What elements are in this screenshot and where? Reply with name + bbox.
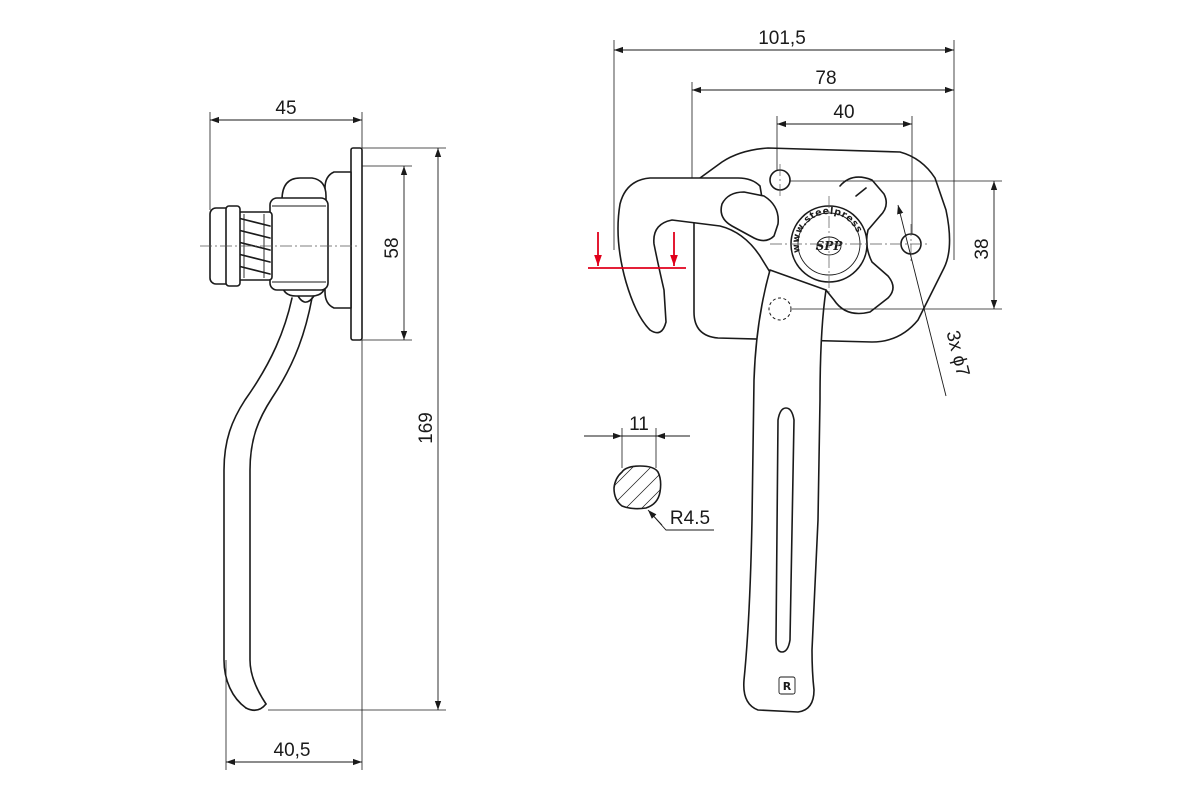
logo-mark: SPP	[816, 239, 844, 253]
side-mounting-plate	[350, 147, 363, 341]
side-handle-rod	[223, 297, 293, 709]
side-dimensions: 45 58 169 40,5	[209, 98, 446, 770]
stamp-mark: R	[783, 680, 792, 693]
dim-total-height: 169	[416, 412, 437, 444]
side-boss	[324, 171, 352, 309]
dim-hole-vertical: 38	[972, 238, 993, 259]
dim-rod-width: 11	[629, 414, 649, 435]
stamp-box	[778, 676, 796, 695]
side-view	[200, 147, 363, 712]
rod-section: 11 R4.5	[584, 414, 714, 531]
dim-overall-width: 101,5	[758, 28, 806, 49]
dim-hook-to-holes: 78	[815, 68, 836, 89]
front-dimensions: 101,5 78 40 38 3x ϕ7	[588, 28, 1002, 397]
dim-plate-height: 58	[382, 237, 403, 258]
front-view: R SPP www.steelpress.eu	[0, 0, 951, 713]
dim-rod-radius: R4.5	[670, 508, 710, 529]
front-hidden-hole	[768, 297, 792, 321]
dim-side-width: 45	[275, 98, 296, 119]
hook-opening-marker	[588, 232, 686, 269]
dim-hole-spacing: 40	[833, 102, 854, 123]
rod-section-shape	[613, 465, 662, 510]
dim-handle-offset: 40,5	[274, 740, 311, 761]
dim-holes-note: 3x ϕ7	[942, 329, 974, 379]
front-slot-cutout	[720, 191, 780, 242]
side-handle-rod-back	[249, 297, 313, 705]
front-handle-slot	[775, 407, 795, 653]
front-handle	[742, 269, 827, 713]
